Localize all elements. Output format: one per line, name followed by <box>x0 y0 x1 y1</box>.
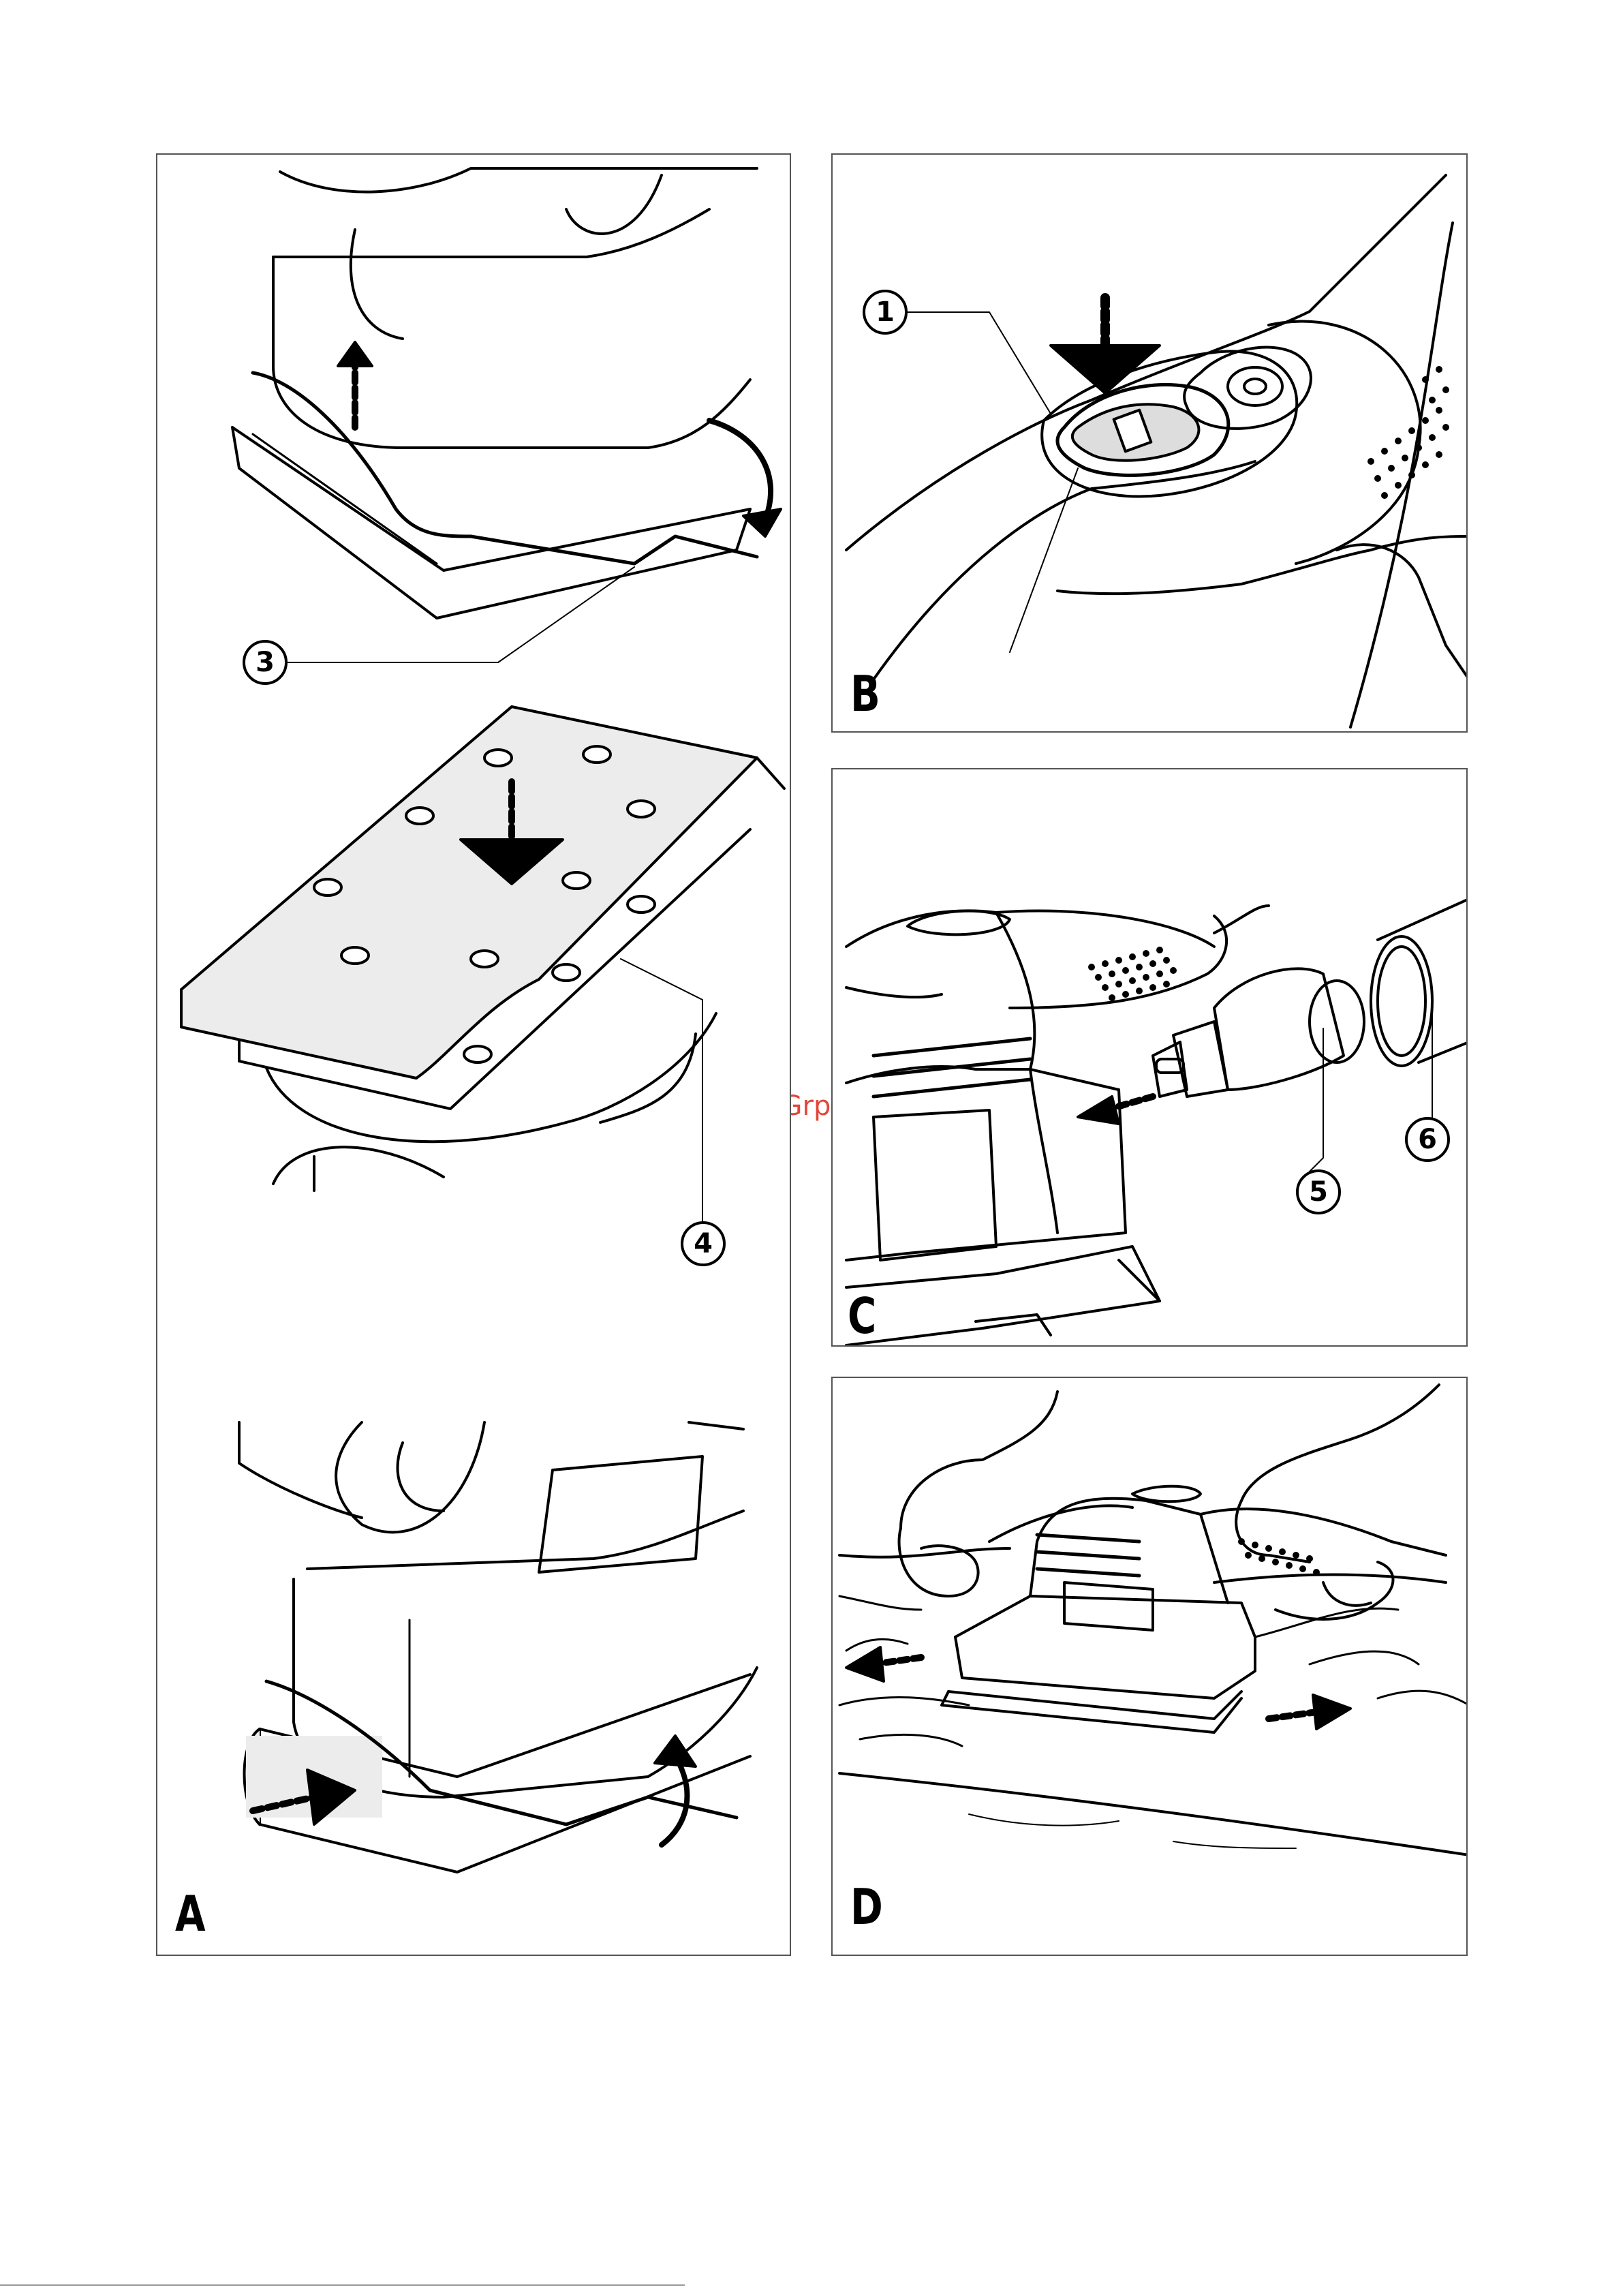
panel-d: D <box>831 1377 1468 1956</box>
callout-1: 1 <box>863 290 908 335</box>
panel-c: 5 6 C <box>831 768 1468 1347</box>
panel-d-illustration <box>833 1378 1468 1956</box>
panel-a-illustration <box>157 155 791 1956</box>
panel-b: 1 B <box>831 153 1468 733</box>
panel-b-illustration <box>833 155 1468 733</box>
panel-letter-d: D <box>850 1882 883 1931</box>
callout-3: 3 <box>243 640 288 685</box>
callout-6: 6 <box>1405 1117 1450 1162</box>
callout-5: 5 <box>1296 1169 1341 1214</box>
panel-a: 3 4 A <box>156 153 791 1956</box>
panel-c-illustration <box>833 769 1468 1347</box>
panel-letter-a: A <box>175 1889 206 1938</box>
page-bottom-rule <box>0 2284 685 2286</box>
panel-letter-c: C <box>848 1291 876 1341</box>
panel-letter-b: B <box>850 669 880 718</box>
callout-4: 4 <box>681 1221 726 1266</box>
